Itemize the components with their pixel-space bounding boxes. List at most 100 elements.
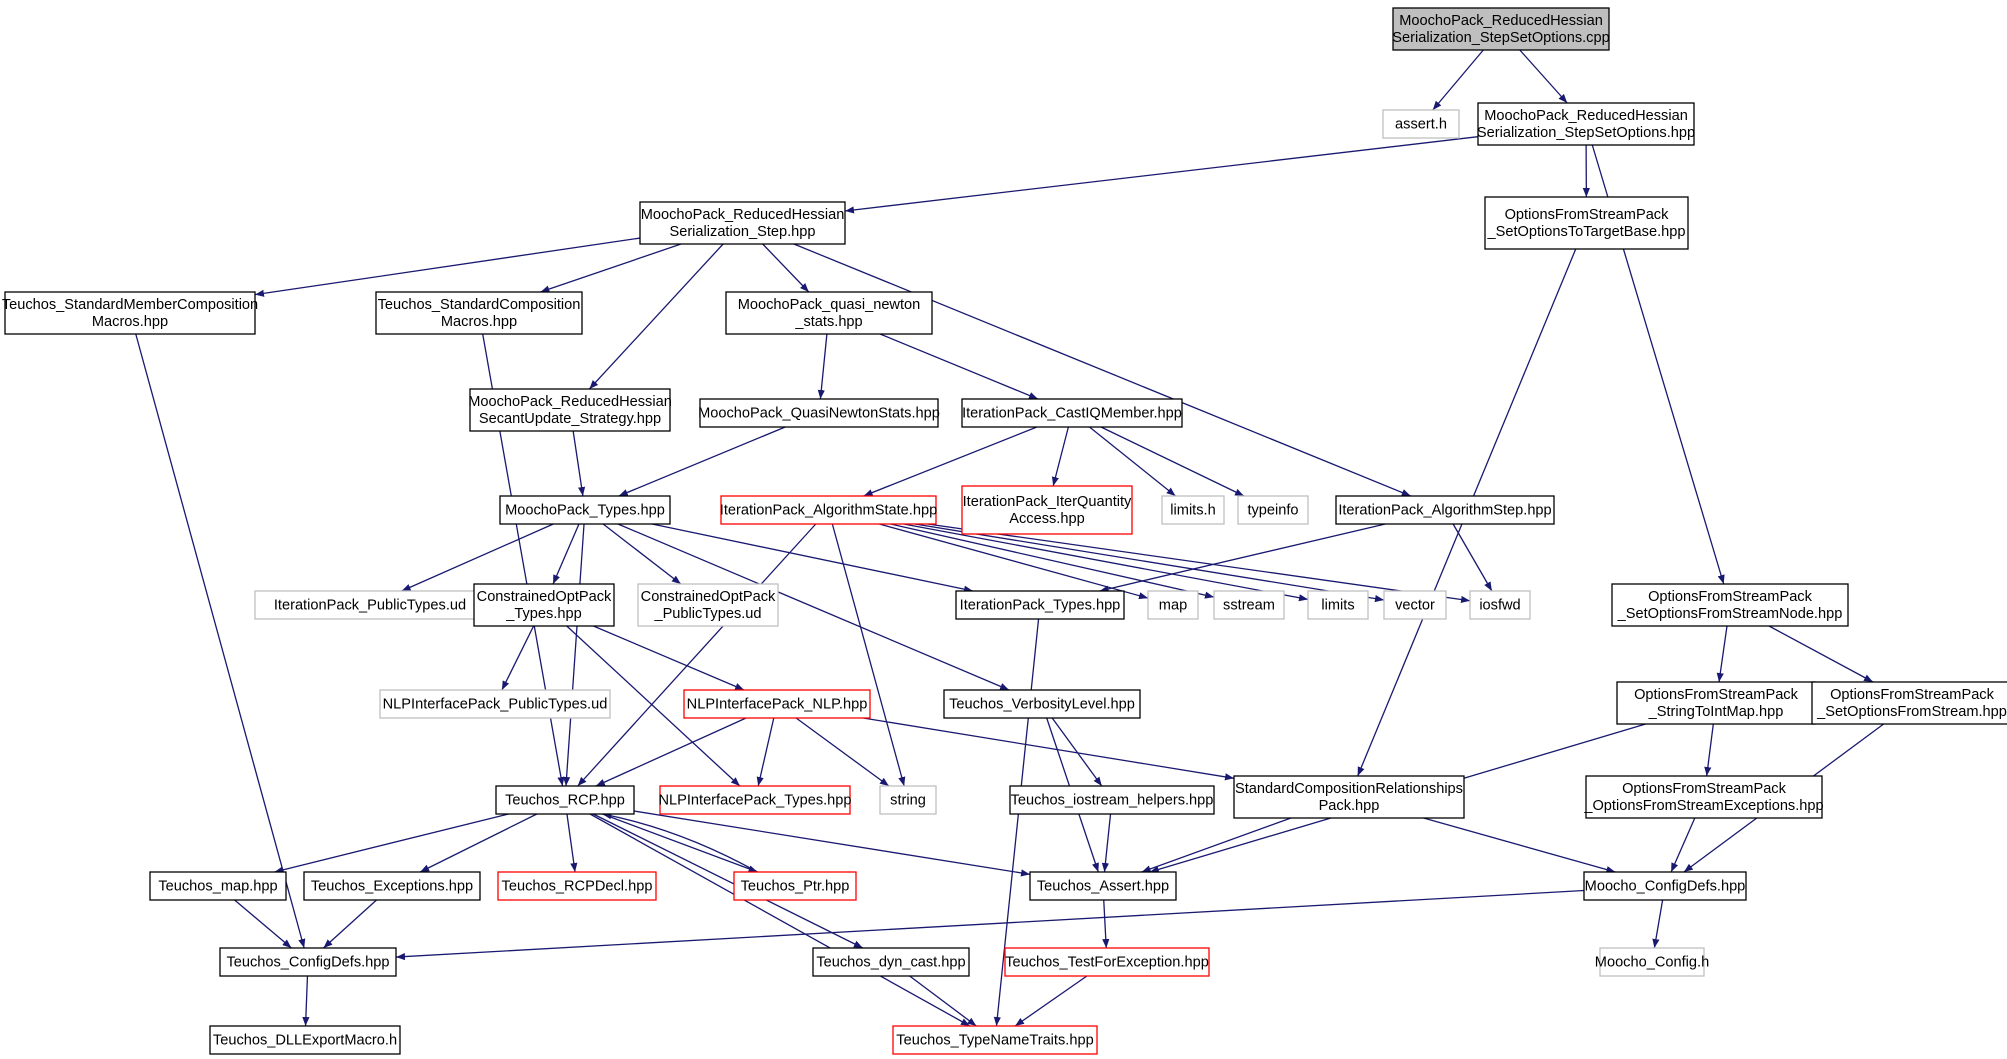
edge-nlp-to-rcp — [595, 717, 747, 787]
node-ofs_exc[interactable]: OptionsFromStreamPack_OptionsFromStreamE… — [1583, 775, 1824, 819]
node-mcfg[interactable]: Moocho_ConfigDefs.hpp — [1583, 871, 1747, 901]
edge-algstate-to-rcp — [577, 523, 817, 787]
node-box — [379, 689, 611, 719]
node-label: Serialization_StepSetOptions.hpp — [1477, 125, 1695, 141]
node-algstate[interactable]: IterationPack_AlgorithmState.hpp — [720, 495, 937, 525]
node-tcfg[interactable]: Teuchos_ConfigDefs.hpp — [219, 947, 397, 977]
node-qnstats2[interactable]: MoochoPack_QuasiNewtonStats.hpp — [698, 398, 940, 428]
edge-mcfg-to-tcfg — [395, 889, 1585, 961]
node-label: Moocho_ConfigDefs.hpp — [1585, 879, 1746, 895]
node-typeinfo: typeinfo — [1237, 495, 1309, 525]
node-box — [1335, 495, 1555, 525]
node-box — [1382, 109, 1460, 139]
edge-algstate-to-sstream — [890, 523, 1215, 599]
node-label: _Types.hpp — [505, 606, 581, 622]
node-label: OptionsFromStreamPack — [1622, 781, 1787, 797]
node-std_member[interactable]: Teuchos_StandardMemberCompositionMacros.… — [2, 291, 258, 335]
node-nlp_types[interactable]: NLPInterfacePack_Types.hpp — [658, 785, 852, 815]
node-tmap[interactable]: Teuchos_map.hpp — [149, 871, 287, 901]
node-box — [637, 583, 779, 627]
node-label: _PublicTypes.ud — [653, 606, 761, 622]
node-label: OptionsFromStreamPack — [1634, 687, 1799, 703]
node-label: Macros.hpp — [92, 314, 168, 330]
node-label: MoochoPack_ReducedHessian — [468, 394, 672, 410]
node-texc[interactable]: Teuchos_Exceptions.hpp — [303, 871, 481, 901]
node-iostream_h[interactable]: Teuchos_iostream_helpers.hpp — [1009, 785, 1215, 815]
node-tnt[interactable]: Teuchos_TypeNameTraits.hpp — [892, 1025, 1098, 1055]
node-map: map — [1147, 590, 1199, 620]
node-algstep[interactable]: IterationPack_AlgorithmStep.hpp — [1335, 495, 1555, 525]
node-string: string — [879, 785, 937, 815]
node-box — [683, 689, 871, 719]
node-cop_pub: ConstrainedOptPack_PublicTypes.ud — [637, 583, 779, 627]
node-verb[interactable]: Teuchos_VerbosityLevel.hpp — [943, 689, 1141, 719]
node-root[interactable]: MoochoPack_ReducedHessianSerialization_S… — [1392, 7, 1610, 51]
node-ofs_node[interactable]: OptionsFromStreamPack_SetOptionsFromStre… — [1611, 583, 1849, 627]
node-box — [1213, 590, 1285, 620]
edge-algstate-to-string — [831, 523, 906, 787]
node-box — [961, 398, 1183, 428]
node-label: IterationPack_AlgorithmState.hpp — [720, 503, 937, 519]
edge-mtypes-to-ip_types — [651, 523, 974, 593]
edge-rcp-to-tassert — [633, 810, 1031, 877]
node-cop_types[interactable]: ConstrainedOptPack_Types.hpp — [473, 583, 615, 627]
edge-scr-to-tassert — [1141, 817, 1292, 873]
node-label: IterationPack_CastIQMember.hpp — [962, 406, 1182, 422]
node-setopt_hpp[interactable]: MoochoPack_ReducedHessianSerialization_S… — [1477, 102, 1695, 146]
node-label: Teuchos_map.hpp — [158, 879, 277, 895]
node-ofs_str2int[interactable]: OptionsFromStreamPack_StringToIntMap.hpp — [1616, 681, 1816, 725]
edge-scr-to-mcfg — [1423, 817, 1616, 874]
edge-ptr-to-rcp — [602, 812, 758, 873]
node-dll[interactable]: Teuchos_DLLExportMacro.h — [209, 1025, 401, 1055]
node-ptr[interactable]: Teuchos_Ptr.hpp — [733, 871, 857, 901]
node-box — [725, 291, 933, 335]
node-rcp[interactable]: Teuchos_RCP.hpp — [495, 785, 635, 815]
node-box — [812, 947, 970, 977]
node-label: map — [1159, 598, 1187, 614]
node-box — [495, 785, 635, 815]
node-label: _StringToIntMap.hpp — [1648, 704, 1784, 720]
node-box — [1233, 775, 1465, 819]
edge-algstep-to-ip_types — [1099, 523, 1386, 593]
node-label: Teuchos_VerbosityLevel.hpp — [949, 697, 1135, 713]
node-label: MoochoPack_Types.hpp — [505, 503, 665, 519]
node-box — [1009, 785, 1215, 815]
node-qn_stats[interactable]: MoochoPack_quasi_newton_stats.hpp — [725, 291, 933, 335]
node-secant[interactable]: MoochoPack_ReducedHessianSecantUpdate_St… — [468, 388, 672, 432]
node-dyncast[interactable]: Teuchos_dyn_cast.hpp — [812, 947, 970, 977]
node-iosfwd: iosfwd — [1469, 590, 1531, 620]
node-vector: vector — [1383, 590, 1447, 620]
edge-serstep-to-secant — [588, 243, 724, 390]
node-tfe[interactable]: Teuchos_TestForException.hpp — [1004, 947, 1210, 977]
edge-mtypes-to-rcp — [562, 523, 585, 787]
node-rcpdecl[interactable]: Teuchos_RCPDecl.hpp — [497, 871, 657, 901]
node-label: _stats.hpp — [794, 314, 862, 330]
node-label: limits — [1321, 598, 1354, 614]
node-serstep[interactable]: MoochoPack_ReducedHessianSerialization_S… — [639, 201, 846, 245]
edge-texc-to-tcfg — [323, 899, 377, 949]
node-castiq[interactable]: IterationPack_CastIQMember.hpp — [961, 398, 1183, 428]
edge-verb-to-iostream_h — [1051, 717, 1103, 787]
node-ofs_setopt[interactable]: OptionsFromStreamPack_SetOptionsFromStre… — [1811, 681, 2007, 725]
node-label: Teuchos_StandardMemberComposition — [2, 297, 258, 313]
node-ip_types[interactable]: IterationPack_Types.hpp — [955, 590, 1125, 620]
node-label: string — [890, 793, 926, 809]
node-ofs_target[interactable]: OptionsFromStreamPack_SetOptionsToTarget… — [1484, 196, 1689, 250]
node-box — [892, 1025, 1098, 1055]
node-label: OptionsFromStreamPack — [1648, 589, 1813, 605]
node-nlp[interactable]: NLPInterfacePack_NLP.hpp — [683, 689, 871, 719]
node-box — [1477, 102, 1695, 146]
node-box — [1307, 590, 1369, 620]
node-box — [1484, 196, 1689, 250]
node-label: Teuchos_DLLExportMacro.h — [213, 1033, 397, 1049]
node-box — [1616, 681, 1816, 725]
edge-algstate-to-limits — [903, 523, 1309, 602]
node-mtypes[interactable]: MoochoPack_Types.hpp — [499, 495, 671, 525]
node-tassert[interactable]: Teuchos_Assert.hpp — [1029, 871, 1177, 901]
node-label: MoochoPack_QuasiNewtonStats.hpp — [698, 406, 940, 422]
node-label: Teuchos_Ptr.hpp — [741, 879, 850, 895]
